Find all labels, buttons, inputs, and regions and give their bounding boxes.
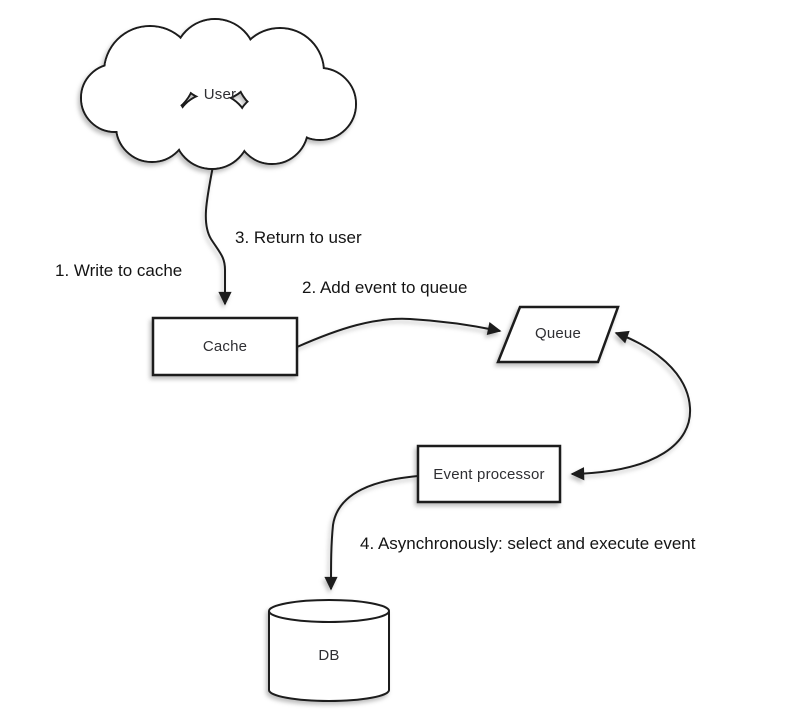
step-label-write-to-cache: 1. Write to cache: [55, 261, 183, 280]
edge-group: [204, 165, 692, 591]
edge-user-to-cache: [204, 165, 232, 306]
step-label-async-select-execute: 4. Asynchronously: select and execute ev…: [360, 534, 696, 553]
event-processor-box-shape: [416, 444, 562, 504]
edge-processor-to-db: [324, 475, 419, 591]
node-label-event-processor: Event processor: [433, 466, 545, 483]
db-cylinder-shape: [268, 599, 390, 702]
step-label-add-event-to-queue: 2. Add event to queue: [302, 278, 468, 297]
node-label-db: DB: [318, 647, 340, 664]
user-cloud-shape: [80, 18, 357, 170]
cache-box-shape: [151, 316, 299, 377]
edge-cache-to-queue: [296, 317, 502, 348]
node-label-queue: Queue: [534, 325, 582, 342]
edge-queue-to-processor: [570, 407, 692, 481]
node-label-cache: Cache: [202, 338, 248, 355]
node-group: [80, 18, 620, 702]
node-label-user: User: [203, 86, 237, 103]
step-label-return-to-user: 3. Return to user: [235, 228, 362, 247]
queue-parallelogram-shape: [496, 305, 620, 364]
edge-processor-to-queue: [614, 330, 691, 409]
